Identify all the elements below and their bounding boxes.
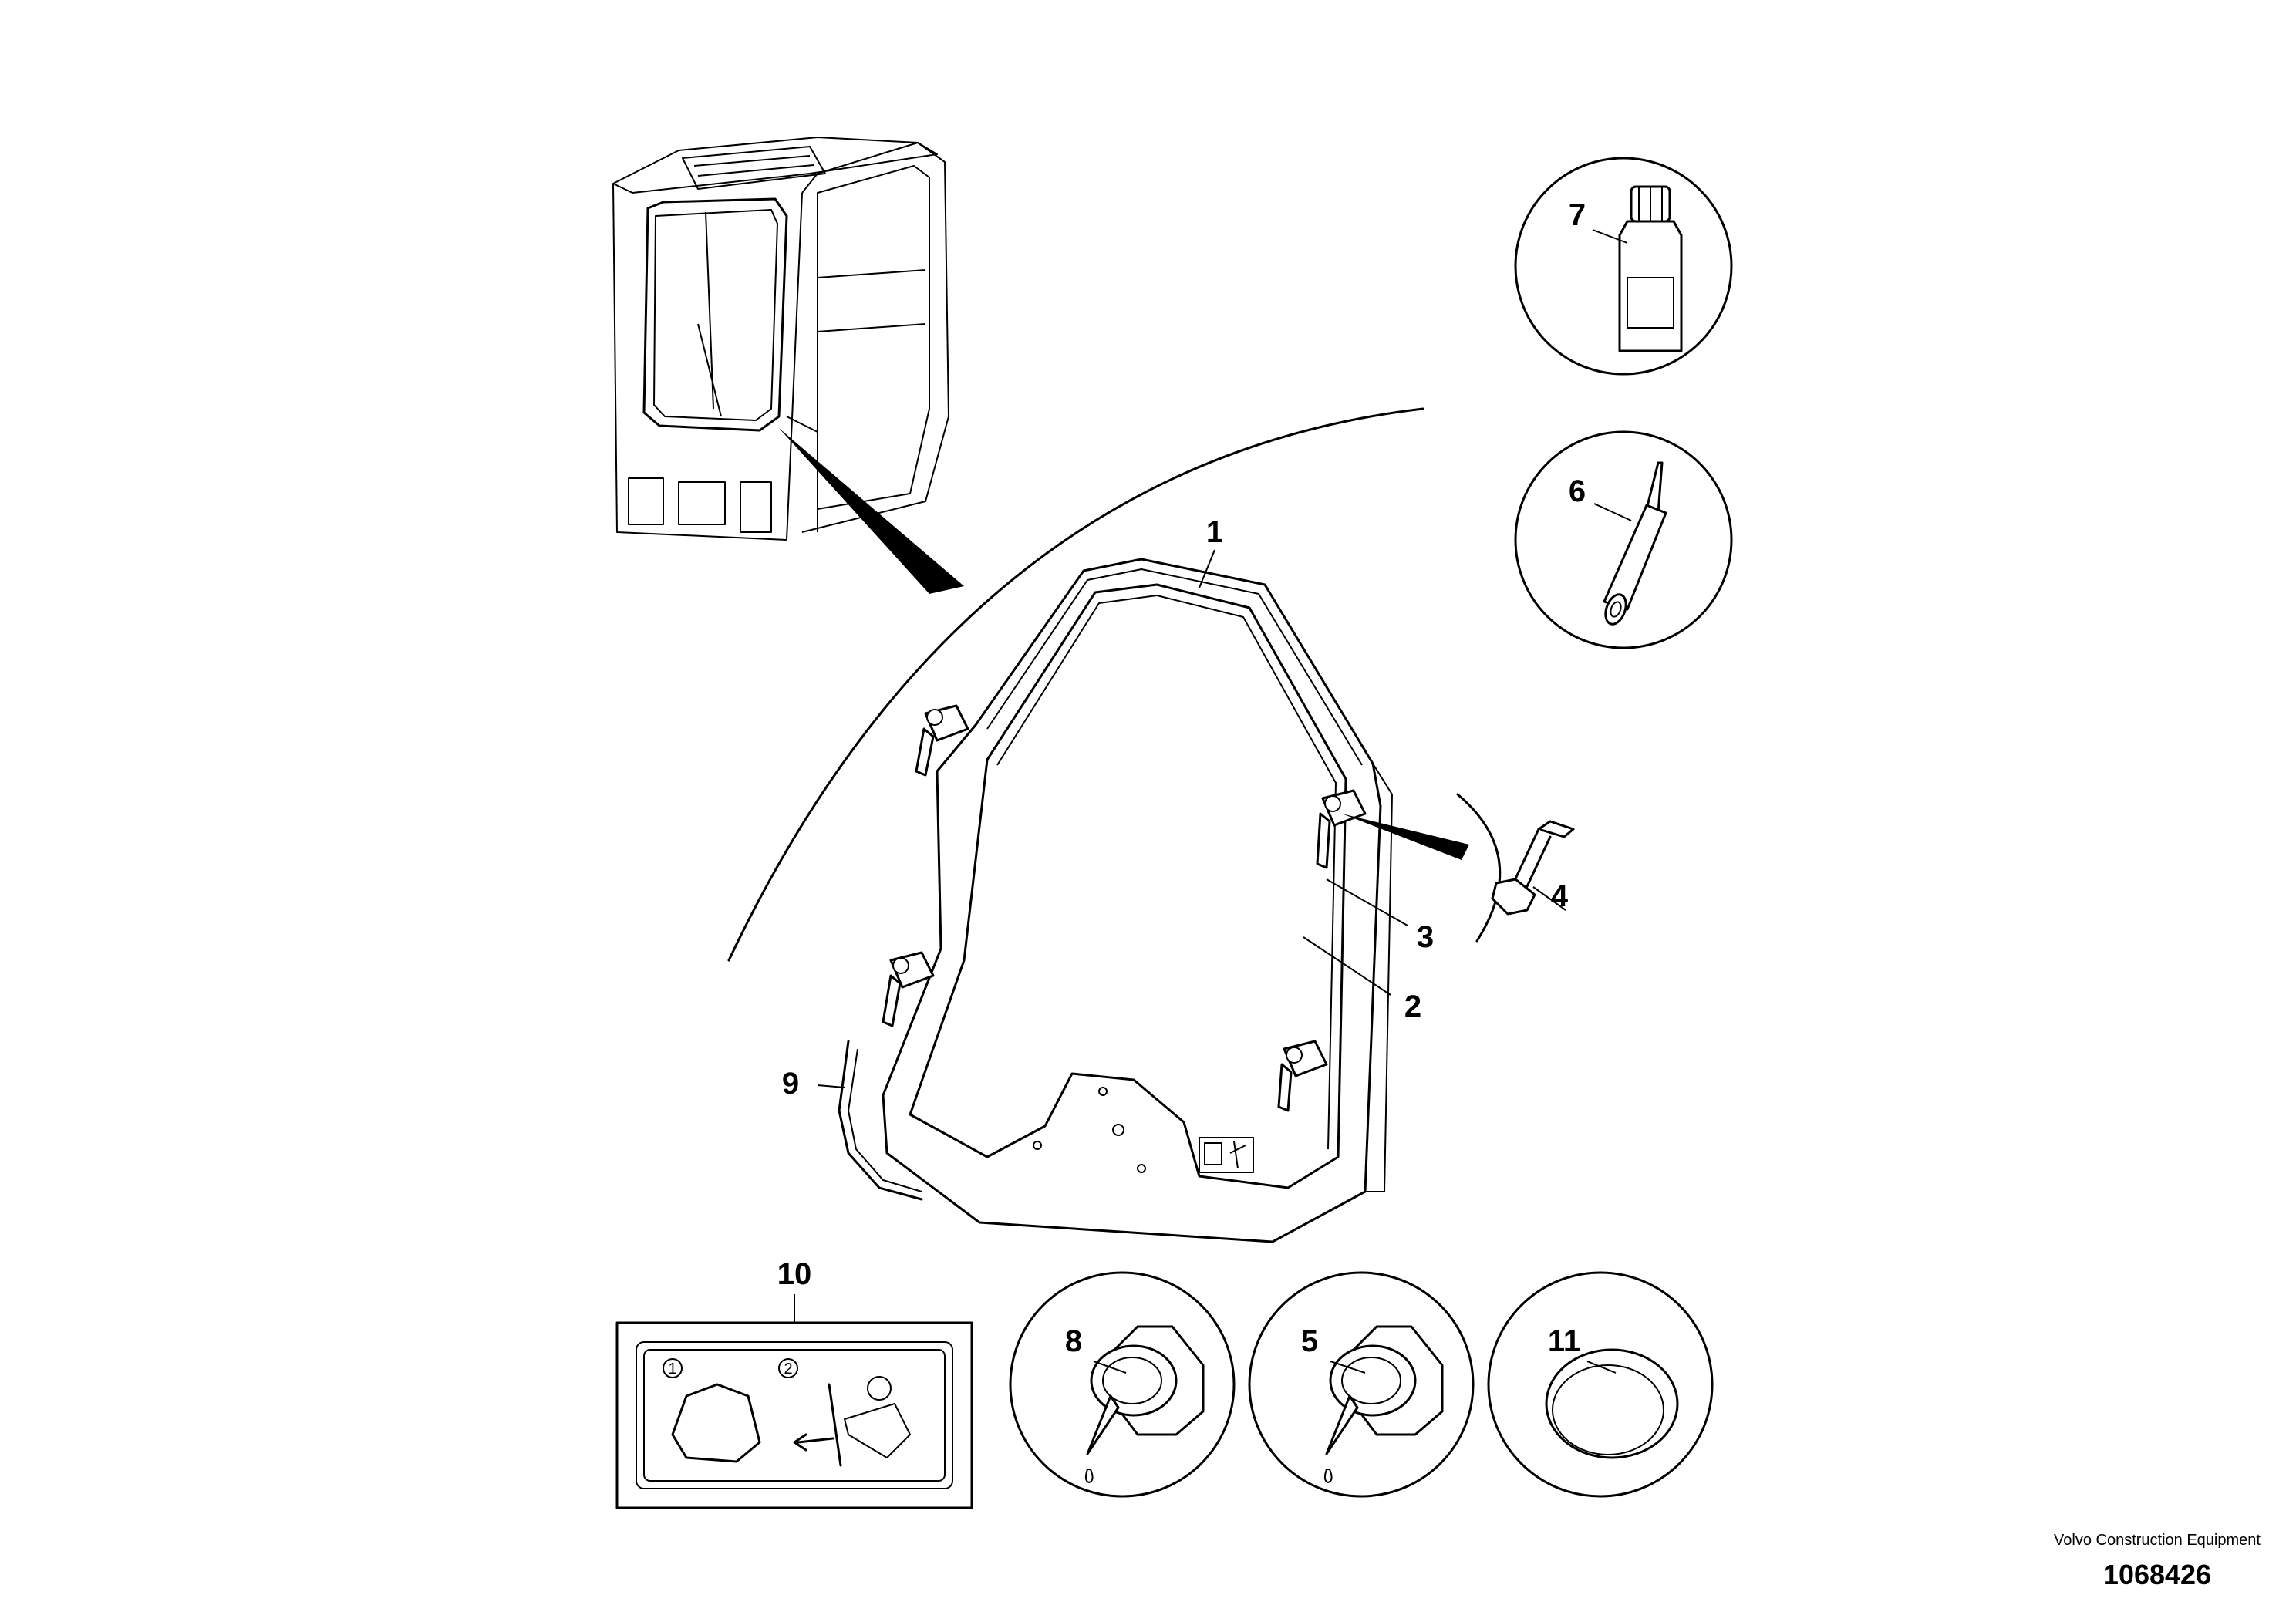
detail-circle-5: [1248, 1271, 1475, 1498]
latch-bottom-right: [1277, 1040, 1328, 1112]
detail-circle-11: [1487, 1271, 1714, 1498]
callout-7: 7: [1569, 198, 1586, 232]
latch-top-left: [915, 704, 969, 777]
footer: Volvo Construction Equipment 1068426: [2041, 1531, 2273, 1591]
manufacturer-label: Volvo Construction Equipment: [2054, 1532, 2261, 1549]
latch-top-right: [1316, 789, 1367, 869]
decal-step-2-label: 2: [784, 1361, 792, 1378]
sealant-nozzle-5: [1323, 1325, 1444, 1483]
zoom-arc: [727, 407, 1424, 962]
callout-4: 4: [1551, 879, 1569, 913]
document-number: 1068426: [2102, 1559, 2212, 1590]
sealant-nozzle-8: [1084, 1325, 1205, 1483]
decal-step-1-label: 1: [668, 1361, 676, 1378]
callout-1: 1: [1206, 515, 1223, 549]
callout-10: 10: [777, 1257, 812, 1291]
callout-2: 2: [1404, 990, 1421, 1023]
detail-circle-7: [1514, 157, 1733, 376]
callout-6: 6: [1569, 474, 1586, 508]
bolt: [1491, 820, 1575, 916]
zoom-leader: [779, 428, 964, 594]
callout-5: 5: [1301, 1324, 1318, 1358]
detail-circle-6: [1514, 430, 1733, 649]
bolt-leader: [1342, 814, 1469, 860]
sealant-cartridge: [1603, 461, 1667, 626]
callout-9: 9: [782, 1067, 799, 1101]
cleaning-pad: [1545, 1348, 1679, 1459]
callout-leaders: [794, 229, 1632, 1374]
bottle: [1618, 185, 1683, 352]
cab-overview: [612, 137, 949, 541]
callout-3: 3: [1417, 920, 1434, 954]
callout-8: 8: [1065, 1324, 1082, 1358]
instruction-decal: [615, 1321, 973, 1509]
detail-circle-8: [1009, 1271, 1236, 1498]
latch-mid-left: [882, 951, 935, 1027]
bolt-detail-arc: [1456, 793, 1502, 943]
window-frame: [882, 558, 1393, 1243]
callout-11: 11: [1548, 1324, 1580, 1358]
